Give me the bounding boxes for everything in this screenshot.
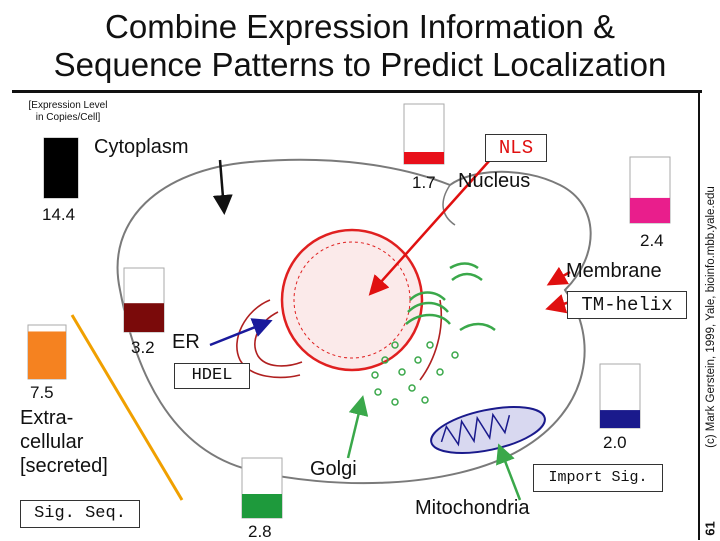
arrow-membrane — [546, 266, 571, 286]
value-extracellular: 7.5 — [30, 383, 54, 402]
signal-import-sig: Import Sig. — [533, 464, 663, 492]
value-er: 3.2 — [131, 338, 155, 357]
bar-mitochondria — [599, 363, 641, 429]
bar-fill-membrane — [630, 197, 670, 223]
label-extracellular-line-1: Extra- — [20, 407, 74, 429]
label-er: ER — [172, 331, 200, 353]
bar-fill-cytoplasm — [44, 138, 78, 198]
title-divider — [12, 90, 702, 93]
label-nucleus: Nucleus — [458, 170, 531, 192]
slide-title: Combine Expression Information & Sequenc… — [0, 8, 720, 84]
arrow-tm-helix — [545, 294, 571, 314]
signal-tm-helix: TM-helix — [567, 291, 687, 319]
expression-bars — [27, 103, 671, 519]
bar-er — [123, 267, 165, 333]
signal-hdel: HDEL — [174, 363, 250, 389]
side-credit: (c) Mark Gerstein, 1999, Yale, bioinfo.m… — [701, 93, 720, 540]
bar-fill-extracellular — [28, 331, 66, 379]
arrow-er — [209, 318, 273, 347]
label-extracellular-line-2: cellular — [20, 431, 84, 453]
label-extracellular: Extra- cellular [secreted] — [20, 406, 108, 478]
bar-membrane — [629, 156, 671, 224]
bar-golgi — [241, 457, 283, 519]
value-nucleus: 1.7 — [412, 173, 436, 192]
cell-bud-neck — [442, 184, 456, 226]
bar-nucleus — [403, 103, 445, 165]
label-mitochondria: Mitochondria — [415, 497, 530, 519]
nucleus-outline — [280, 228, 424, 372]
mitochondrion — [430, 406, 546, 454]
label-extracellular-line-3: [secreted] — [20, 455, 108, 477]
arrow-cytoplasm — [212, 159, 233, 215]
value-cytoplasm: 14.4 — [42, 205, 76, 224]
signal-sig-seq: Sig. Seq. — [20, 500, 140, 528]
page-number: 61 — [702, 521, 718, 536]
bar-cytoplasm — [43, 137, 79, 199]
cell-diagram — [27, 103, 671, 519]
side-credit-strip: (c) Mark Gerstein, 1999, Yale, bioinfo.m… — [698, 93, 720, 540]
golgi-vesicles — [371, 341, 459, 406]
title-line-1: Combine Expression Information & — [105, 8, 615, 45]
legend-line-2: in Copies/Cell] — [35, 112, 101, 123]
arrow-mitochondria — [496, 443, 522, 501]
value-membrane: 2.4 — [640, 231, 664, 250]
bar-fill-er — [124, 303, 164, 332]
value-mitochondria: 2.0 — [603, 433, 627, 452]
side-credit-text: (c) Mark Gerstein, 1999, Yale, bioinfo.m… — [704, 185, 717, 448]
arrow-nls — [368, 159, 491, 296]
legend-line-1: [Expression Level — [28, 100, 108, 111]
side-divider — [698, 93, 700, 540]
label-membrane: Membrane — [566, 260, 662, 282]
arrow-golgi — [346, 395, 369, 459]
value-golgi: 2.8 — [248, 522, 272, 541]
golgi-apparatus — [405, 262, 496, 332]
signal-nls: NLS — [485, 134, 547, 162]
bar-fill-golgi — [242, 494, 282, 518]
bar-extracellular — [27, 324, 67, 380]
label-golgi: Golgi — [310, 458, 357, 480]
bar-fill-mitochondria — [600, 410, 640, 428]
title-line-2: Sequence Patterns to Predict Localizatio… — [53, 46, 667, 83]
label-cytoplasm: Cytoplasm — [94, 136, 189, 158]
arrow-secreted — [70, 314, 184, 501]
expression-legend: [Expression Level in Copies/Cell] — [22, 100, 114, 124]
bar-fill-nucleus — [404, 152, 444, 164]
